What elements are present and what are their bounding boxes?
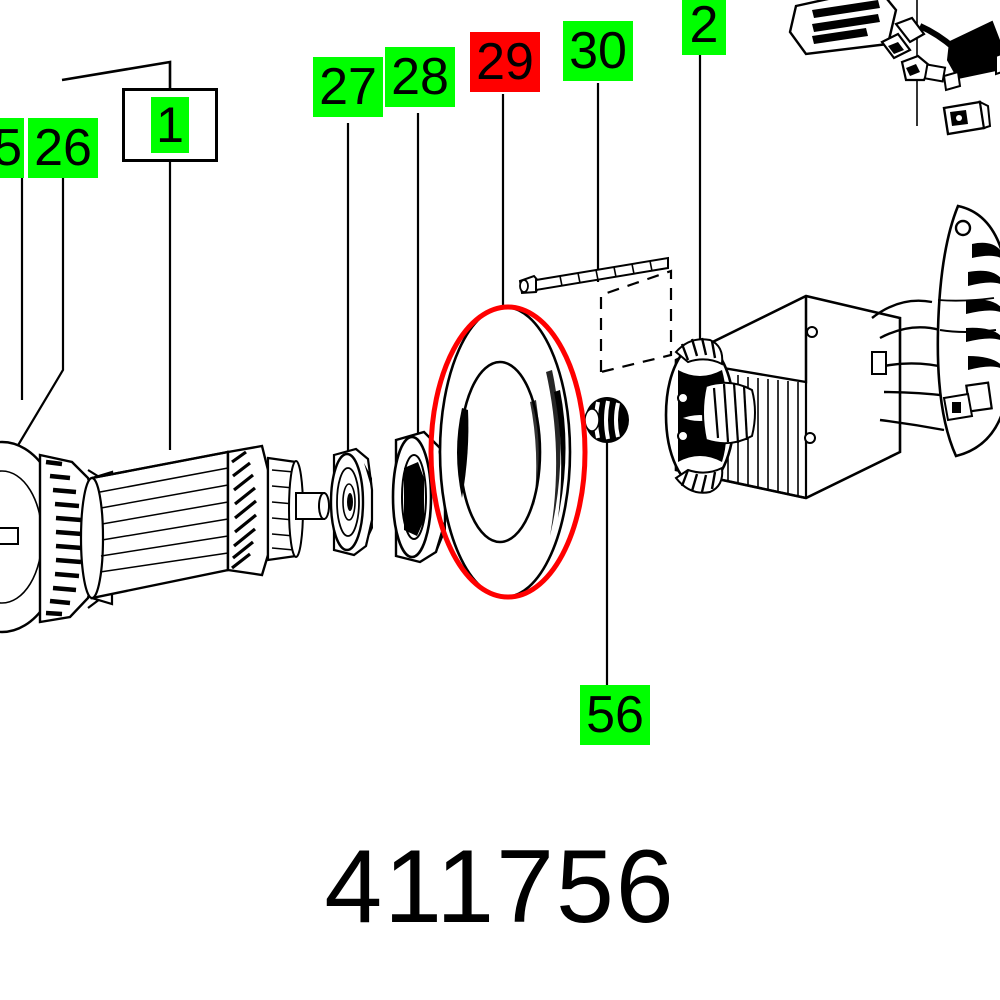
callout-2-label: 2	[689, 0, 719, 54]
flat-washer-disc	[438, 305, 572, 599]
callout-29[interactable]: 29	[470, 32, 540, 92]
brush-cap-screw	[900, 54, 962, 92]
callout-30-label: 30	[569, 22, 627, 80]
callout-25-label: 5	[0, 119, 22, 177]
callout-56-label: 56	[586, 686, 644, 744]
leader-line-26	[13, 178, 65, 453]
long-machine-screw	[518, 256, 669, 295]
motor-housing-shroud	[936, 204, 1000, 458]
callout-28[interactable]: 28	[385, 47, 455, 107]
callout-26[interactable]: 26	[28, 118, 98, 178]
switch-and-cable	[788, 0, 1000, 136]
callout-2[interactable]: 2	[682, 0, 726, 55]
callout-30[interactable]: 30	[563, 21, 633, 81]
rotor-slot-lines	[99, 467, 229, 573]
helical-pinion-gear	[226, 444, 330, 577]
rubber-grommet	[584, 397, 629, 443]
stator-field-coil	[664, 294, 951, 500]
ball-bearing-small	[329, 447, 374, 557]
callout-1-box[interactable]: 1	[122, 88, 218, 162]
highlight-ellipse	[428, 304, 588, 600]
dashed-reference-plate	[599, 269, 673, 374]
callout-26-label: 26	[34, 119, 92, 177]
switch-slots	[812, 0, 880, 44]
fan-teeth	[45, 459, 83, 617]
leader-line-1-bracket	[61, 60, 172, 88]
gear-teeth	[231, 450, 258, 570]
ball-bearing-medium	[391, 430, 447, 564]
callout-25[interactable]: 5	[0, 118, 24, 178]
callout-27-label: 27	[319, 58, 377, 116]
callout-56[interactable]: 56	[580, 685, 650, 745]
callout-1-label: 1	[151, 97, 189, 153]
part-number: 411756	[324, 829, 676, 945]
callout-27[interactable]: 27	[313, 57, 383, 117]
callout-29-label: 29	[476, 33, 534, 91]
armature-assembly	[0, 440, 330, 634]
coil-bundle	[702, 381, 756, 445]
field-windings	[674, 337, 724, 494]
commutator-fan	[0, 440, 113, 634]
callout-28-label: 28	[391, 48, 449, 106]
terminal-clip	[942, 100, 992, 136]
